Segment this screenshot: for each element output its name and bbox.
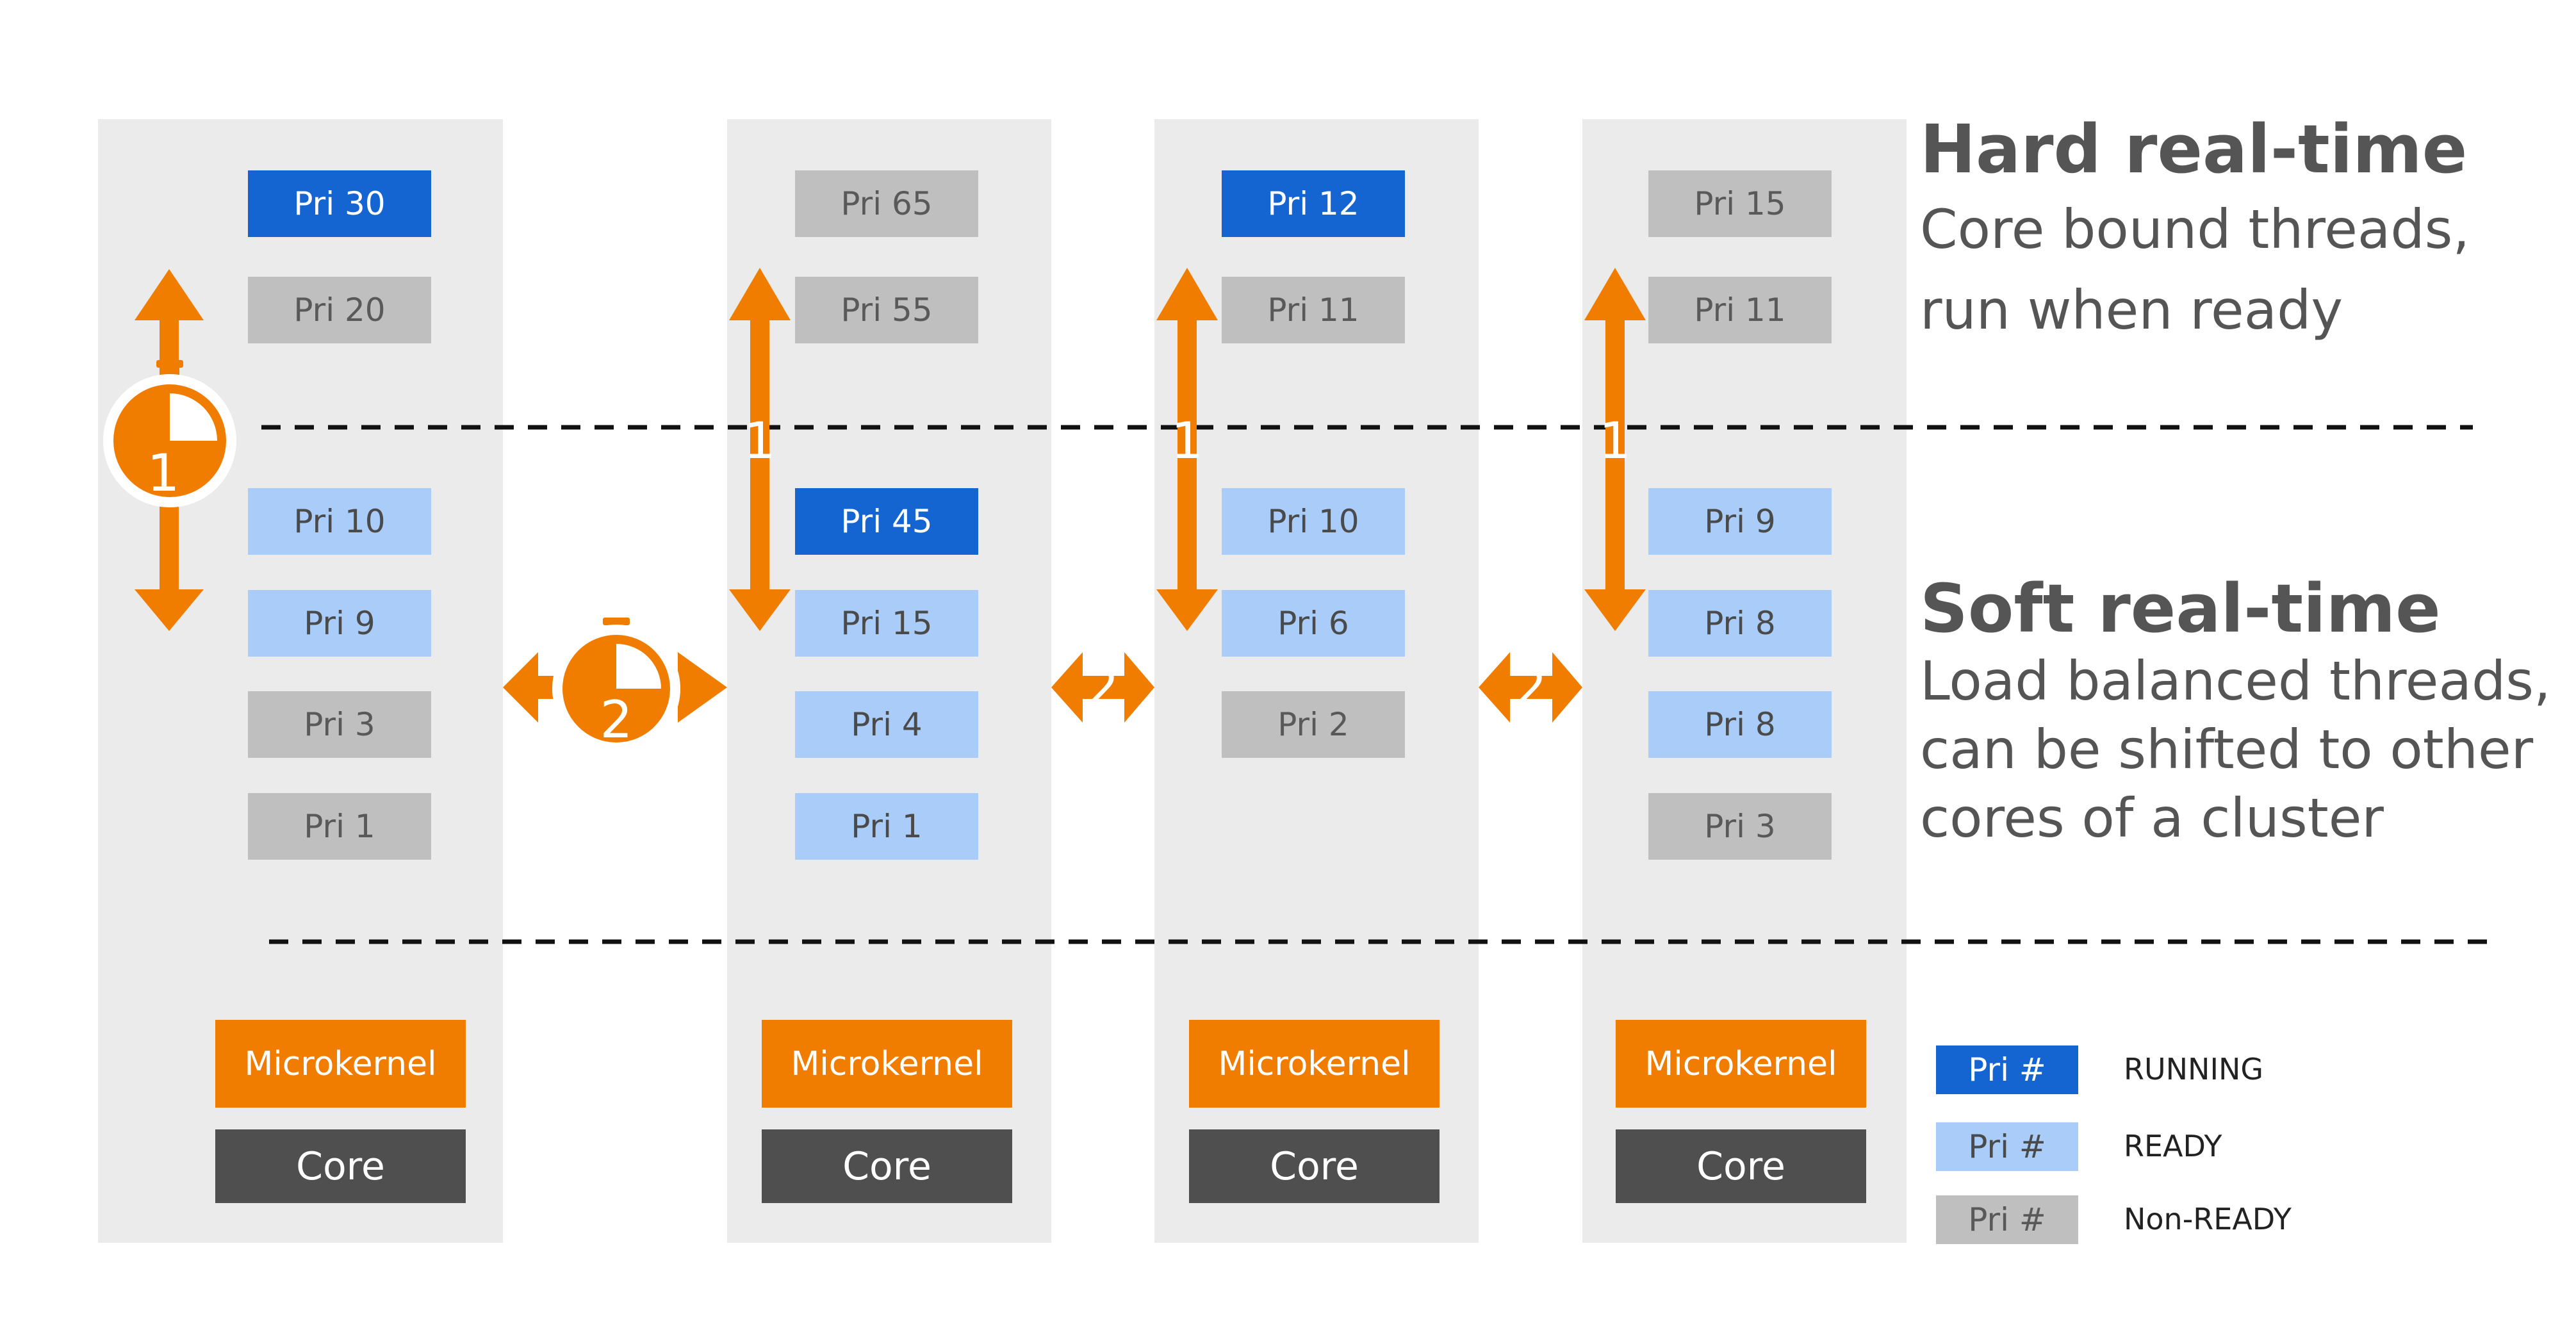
arrow-label-col4: 1 — [1599, 413, 1631, 470]
thread-c2-1: Pri 55 — [795, 277, 978, 343]
vertical-arrow-col2 — [729, 268, 791, 631]
stopwatch-label-1: 1 — [147, 443, 180, 503]
soft-realtime-title: Soft real-time — [1920, 570, 2441, 648]
microkernel-box-2: Microkernel — [762, 1020, 1012, 1108]
vertical-arrow-col4 — [1584, 268, 1646, 631]
legend-swatch-ready: Pri # — [1936, 1122, 2078, 1171]
hard-realtime-desc: Core bound threads, run when ready — [1920, 189, 2470, 350]
thread-c4-3: Pri 8 — [1648, 590, 1832, 657]
hard-realtime-title: Hard real-time — [1920, 110, 2468, 188]
thread-c3-2: Pri 10 — [1222, 488, 1405, 555]
thread-c1-4: Pri 3 — [248, 691, 431, 758]
thread-c4-5: Pri 3 — [1648, 793, 1832, 860]
stopwatch-label-2: 2 — [600, 690, 633, 750]
thread-c1-0: Pri 30 — [248, 170, 431, 237]
soft-realtime-desc-line-2: can be shifted to other — [1920, 718, 2534, 781]
thread-c1-5: Pri 1 — [248, 793, 431, 860]
stopwatch-icon-2: 2 — [552, 618, 680, 753]
core-box-2: Core — [762, 1129, 1012, 1203]
thread-c4-0: Pri 15 — [1648, 170, 1832, 237]
legend-swatch-nonready: Pri # — [1936, 1195, 2078, 1244]
thread-c2-4: Pri 4 — [795, 691, 978, 758]
core-box-4: Core — [1616, 1129, 1866, 1203]
thread-c1-1: Pri 20 — [248, 277, 431, 343]
soft-realtime-desc-line-1: Load balanced threads, — [1920, 650, 2551, 712]
arrow-label-col2: 1 — [744, 413, 776, 470]
thread-c1-3: Pri 9 — [248, 590, 431, 657]
horizontal-arrow-3-4 — [1479, 652, 1582, 723]
arrow-label-3-4: 2 — [1515, 659, 1547, 717]
hard-realtime-desc-line-2: run when ready — [1920, 279, 2343, 341]
stopwatch-icon-1: 1 — [103, 360, 236, 507]
thread-c3-3: Pri 6 — [1222, 590, 1405, 657]
thread-c3-4: Pri 2 — [1222, 691, 1405, 758]
legend-label-nonready: Non-READY — [2124, 1202, 2292, 1236]
hard-realtime-desc-line-1: Core bound threads, — [1920, 198, 2470, 261]
legend-label-running: RUNNING — [2124, 1052, 2264, 1086]
arrow-label-2-3: 2 — [1087, 659, 1119, 717]
microkernel-box-4: Microkernel — [1616, 1020, 1866, 1108]
vertical-arrow-col3 — [1156, 268, 1218, 631]
thread-c2-0: Pri 65 — [795, 170, 978, 237]
microkernel-box-3: Microkernel — [1189, 1020, 1440, 1108]
thread-c3-1: Pri 11 — [1222, 277, 1405, 343]
thread-c4-2: Pri 9 — [1648, 488, 1832, 555]
thread-c2-2: Pri 45 — [795, 488, 978, 555]
horizontal-arrow-2-3 — [1051, 652, 1154, 723]
thread-c1-2: Pri 10 — [248, 488, 431, 555]
thread-c4-1: Pri 11 — [1648, 277, 1832, 343]
thread-c3-0: Pri 12 — [1222, 170, 1405, 237]
legend-label-ready: READY — [2124, 1129, 2222, 1163]
core-box-1: Core — [215, 1129, 466, 1203]
soft-realtime-desc-line-3: cores of a cluster — [1920, 787, 2384, 849]
arrow-label-col3: 1 — [1171, 413, 1203, 470]
legend-swatch-running: Pri # — [1936, 1045, 2078, 1094]
thread-c2-5: Pri 1 — [795, 793, 978, 860]
soft-realtime-desc: Load balanced threads, can be shifted to… — [1920, 647, 2551, 853]
core-box-3: Core — [1189, 1129, 1440, 1203]
microkernel-box-1: Microkernel — [215, 1020, 466, 1108]
thread-c4-4: Pri 8 — [1648, 691, 1832, 758]
thread-c2-3: Pri 15 — [795, 590, 978, 657]
